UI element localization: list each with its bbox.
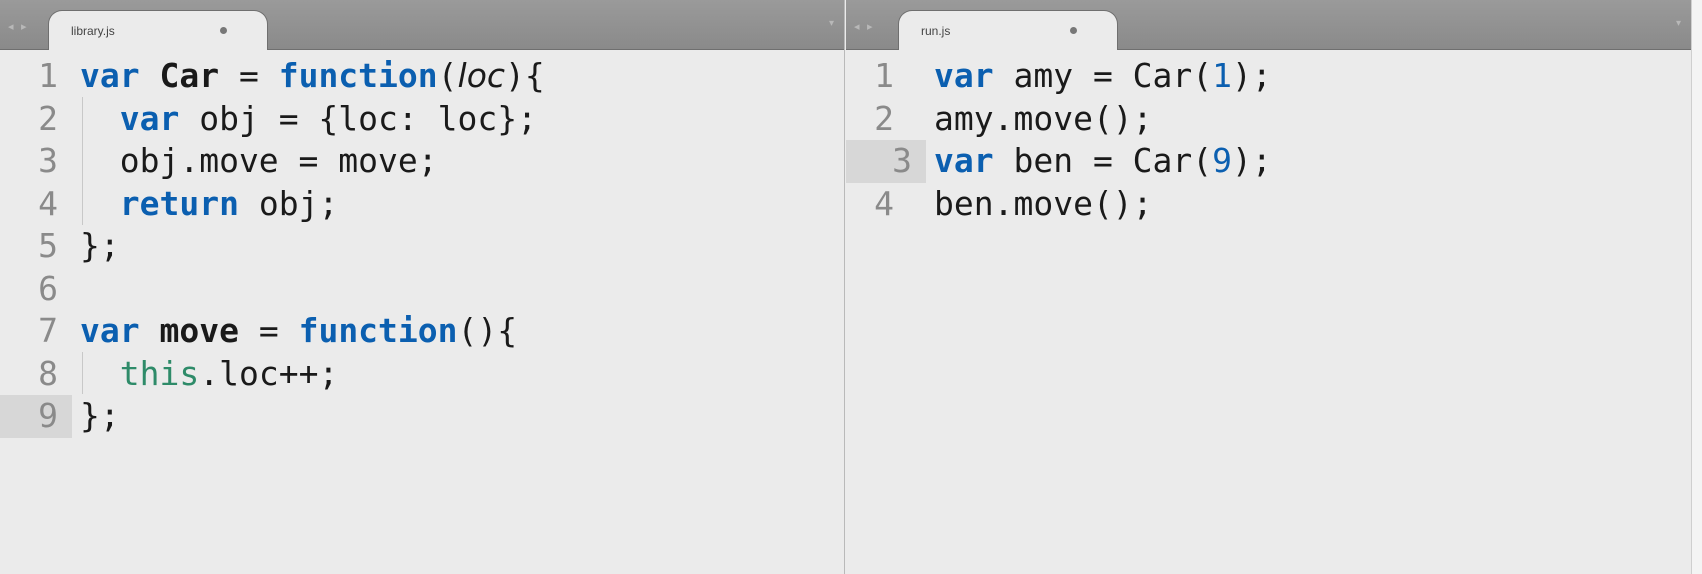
- code-token: move: [159, 311, 239, 350]
- code-line[interactable]: 5};: [0, 225, 844, 268]
- unsaved-dot-icon[interactable]: [220, 27, 227, 34]
- code-token: ben.move();: [934, 183, 1153, 223]
- code-text[interactable]: obj.move = move;: [80, 140, 438, 183]
- left-tab-dropdown-icon[interactable]: ▾: [828, 18, 834, 29]
- window-edge: [1691, 0, 1702, 574]
- code-token: =: [219, 56, 279, 95]
- code-text[interactable]: var obj = {loc: loc};: [80, 98, 537, 141]
- code-line[interactable]: 2 amy.move();: [846, 98, 1691, 141]
- code-token: amy.move();: [934, 98, 1153, 138]
- code-line[interactable]: 4 ben.move();: [846, 183, 1691, 226]
- code-text[interactable]: };: [80, 395, 120, 438]
- code-token: 1: [1212, 56, 1233, 95]
- code-token: ben = Car(: [993, 141, 1213, 180]
- line-number: 4: [38, 183, 58, 223]
- tab-library-js[interactable]: library.js: [48, 10, 268, 50]
- code-text[interactable]: var move = function(){: [80, 310, 517, 353]
- code-line[interactable]: 7 var move = function(){: [0, 310, 844, 353]
- tab-title: run.js: [921, 24, 951, 38]
- code-line[interactable]: 2 var obj = {loc: loc};: [0, 98, 844, 141]
- code-token: );: [1232, 56, 1272, 95]
- left-tab-bar: ◂ ▸ library.js ▾: [0, 0, 844, 50]
- code-line[interactable]: 8 this.loc++;: [0, 353, 844, 396]
- code-text[interactable]: return obj;: [80, 183, 339, 226]
- code-token: obj = {loc: loc};: [179, 98, 537, 138]
- code-line[interactable]: 3 obj.move = move;: [0, 140, 844, 183]
- unsaved-dot-icon[interactable]: [1070, 27, 1077, 34]
- line-number: 1: [874, 56, 894, 95]
- code-token: (: [437, 56, 458, 95]
- code-token: obj;: [238, 183, 339, 223]
- code-text[interactable]: };: [80, 225, 120, 268]
- code-token: amy = Car(: [993, 56, 1213, 95]
- code-text[interactable]: var ben = Car(9);: [934, 140, 1272, 183]
- code-token: .loc++;: [199, 353, 339, 393]
- code-token: var: [934, 56, 994, 95]
- code-text[interactable]: amy.move();: [934, 98, 1153, 141]
- code-token: [140, 311, 160, 350]
- code-line[interactable]: 9};: [0, 395, 844, 438]
- code-token: [140, 56, 160, 95]
- code-line[interactable]: 6: [0, 268, 844, 311]
- line-number: 9: [0, 395, 72, 438]
- code-token: =: [238, 311, 299, 350]
- line-number: 7: [38, 311, 58, 350]
- code-token: var: [80, 56, 140, 95]
- code-token: Car: [159, 56, 220, 95]
- line-number: 3: [846, 140, 926, 183]
- code-token: (){: [457, 311, 518, 350]
- line-number: 6: [38, 268, 58, 308]
- code-line[interactable]: 4 return obj;: [0, 183, 844, 226]
- code-text[interactable]: ben.move();: [934, 183, 1153, 226]
- code-token: loc: [457, 56, 506, 95]
- code-token: };: [80, 396, 120, 435]
- right-nav-arrows-icon[interactable]: ◂ ▸: [854, 20, 875, 33]
- code-token: obj.move = move;: [80, 141, 438, 180]
- code-token: this: [119, 353, 200, 393]
- code-text[interactable]: this.loc++;: [80, 353, 339, 396]
- code-token: [80, 184, 120, 223]
- code-token: var: [934, 141, 994, 180]
- right-tab-dropdown-icon[interactable]: ▾: [1675, 18, 1681, 29]
- line-number: 3: [38, 141, 58, 180]
- code-token: var: [119, 98, 180, 138]
- indent-guide: [82, 97, 83, 225]
- line-number: 4: [874, 183, 894, 223]
- line-number: 2: [874, 98, 894, 138]
- left-nav-arrows-icon[interactable]: ◂ ▸: [8, 20, 29, 33]
- code-token: [80, 99, 120, 138]
- line-number: 2: [38, 98, 58, 138]
- code-token: function: [298, 311, 458, 350]
- code-token: [80, 354, 120, 393]
- tab-run-js[interactable]: run.js: [898, 10, 1118, 50]
- code-token: return: [119, 183, 239, 223]
- line-number: 8: [38, 353, 58, 393]
- code-token: );: [1232, 141, 1272, 180]
- code-token: ){: [505, 56, 545, 95]
- indent-guide: [82, 352, 83, 394]
- code-text[interactable]: var Car = function(loc){: [80, 55, 545, 98]
- right-tab-bar: ◂ ▸ run.js ▾: [846, 0, 1691, 50]
- code-line[interactable]: 1 var Car = function(loc){: [0, 55, 844, 98]
- code-token: };: [80, 226, 120, 265]
- line-number: 5: [38, 226, 58, 265]
- code-token: 9: [1212, 141, 1233, 180]
- code-token: var: [80, 311, 140, 350]
- line-number: 1: [38, 56, 58, 95]
- code-token: function: [278, 56, 438, 95]
- code-text[interactable]: var amy = Car(1);: [934, 55, 1272, 98]
- tab-title: library.js: [71, 24, 115, 38]
